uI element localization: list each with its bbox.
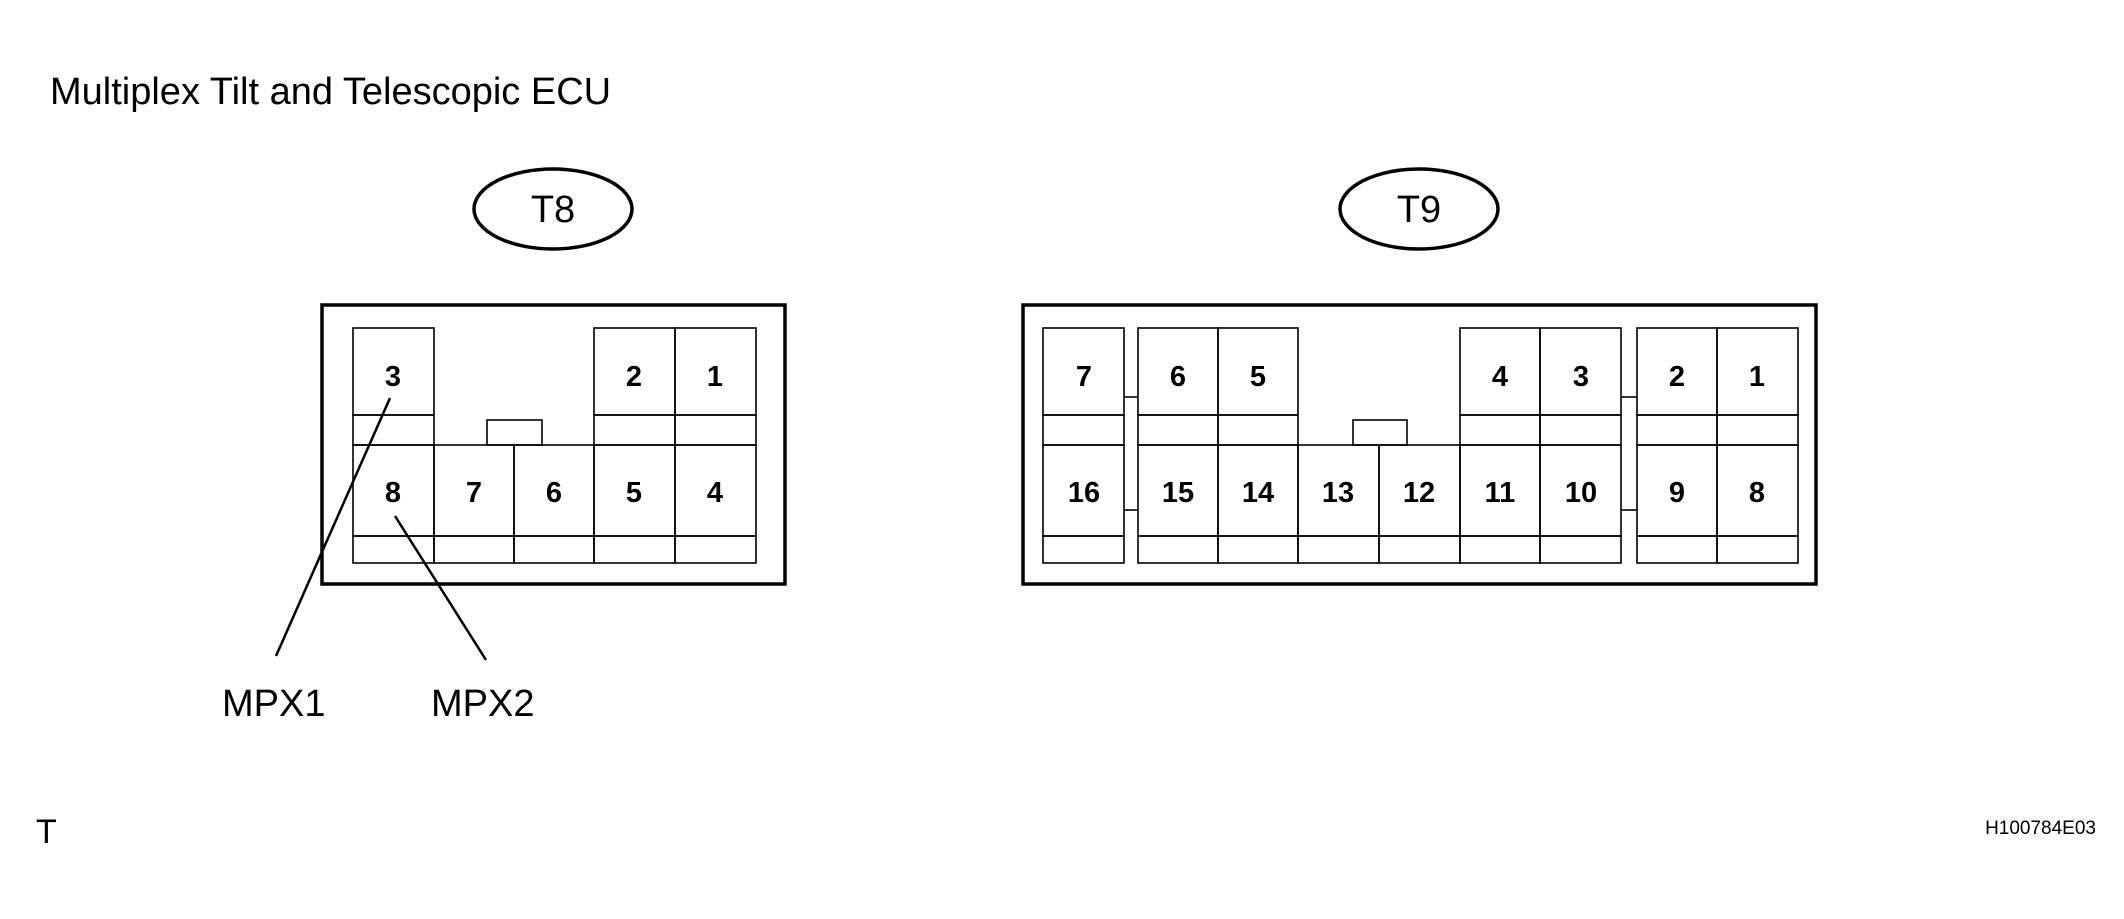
pin-cell-lower xyxy=(1636,414,1718,446)
connector-t9-housing xyxy=(1021,303,1818,586)
figure-code: H100784E03 xyxy=(1985,818,2096,839)
pin-number: 9 xyxy=(1669,477,1685,509)
pin-number: 6 xyxy=(546,477,562,509)
pin-number: 8 xyxy=(385,477,401,509)
pin-cell-lower xyxy=(1716,414,1799,446)
pin-cell-lower xyxy=(1042,535,1125,564)
diagram-title: Multiplex Tilt and Telescopic ECU xyxy=(50,71,611,113)
pin-number: 2 xyxy=(1669,361,1685,393)
pin-number: 15 xyxy=(1162,477,1194,509)
pin-cell-lower xyxy=(1137,535,1219,564)
locking-tab xyxy=(1352,419,1408,446)
pin-number: 13 xyxy=(1322,477,1354,509)
pin-number: 5 xyxy=(1250,361,1266,393)
pin-number: 4 xyxy=(1492,361,1508,393)
callout-mpx2: MPX2 xyxy=(431,683,534,725)
pin-number: 7 xyxy=(466,477,482,509)
pin-cell-lower xyxy=(1459,414,1541,446)
connector-t9: T9 xyxy=(1021,167,1818,586)
pin-cell-lower xyxy=(513,535,595,564)
pin-number: 2 xyxy=(626,361,642,393)
connector-t8-housing xyxy=(320,303,787,586)
connector-t9-id-oval xyxy=(1338,167,1500,251)
leader-line-mpx2 xyxy=(393,515,488,661)
pin-cell-lower xyxy=(1636,535,1718,564)
pin-number: 1 xyxy=(1749,361,1765,393)
pin-number: 7 xyxy=(1076,361,1092,393)
connector-t9-id: T9 xyxy=(1397,189,1441,231)
pin-number: 8 xyxy=(1749,477,1765,509)
pin-cell-lower xyxy=(1459,535,1541,564)
pin-number: 11 xyxy=(1485,477,1516,509)
pin-number: 5 xyxy=(626,477,642,509)
pin-cell-lower xyxy=(1042,414,1125,446)
pin-cell-lower xyxy=(1137,414,1219,446)
connector-t8: T8 3 2 1 8 7 6 5 4 MPX1 MPX2 xyxy=(222,167,787,725)
pin-cell-lower xyxy=(1378,535,1461,564)
pin-number: 3 xyxy=(1573,361,1589,393)
pin-number: 4 xyxy=(707,477,723,509)
pin-cell-lower xyxy=(1539,414,1622,446)
connector-t8-id-oval xyxy=(472,167,634,251)
pin-cell-lower xyxy=(1217,414,1299,446)
pin-cell-lower xyxy=(674,414,757,446)
pin-cell-lower xyxy=(1716,535,1799,564)
leader-line-mpx1 xyxy=(274,397,392,657)
pin-number: 12 xyxy=(1403,477,1435,509)
pin-number: 14 xyxy=(1242,477,1274,509)
pin-cell-lower xyxy=(1217,535,1299,564)
corner-mark: T xyxy=(36,813,57,851)
locking-tab xyxy=(486,419,543,446)
connector-t8-id: T8 xyxy=(531,189,575,231)
pin-number: 10 xyxy=(1565,477,1597,509)
pin-cell-lower xyxy=(433,535,515,564)
pin-number: 3 xyxy=(385,361,401,393)
pin-number: 6 xyxy=(1170,361,1186,393)
pin-number: 16 xyxy=(1068,477,1100,509)
pin-cell-lower xyxy=(352,414,435,446)
pin-number: 1 xyxy=(707,361,723,393)
callout-mpx1: MPX1 xyxy=(222,683,325,725)
pin-cell-lower xyxy=(1297,535,1380,564)
pin-cell-lower xyxy=(593,535,676,564)
pin-cell-lower xyxy=(674,535,757,564)
pin-cell-lower xyxy=(593,414,676,446)
pin-cell-lower xyxy=(1539,535,1622,564)
